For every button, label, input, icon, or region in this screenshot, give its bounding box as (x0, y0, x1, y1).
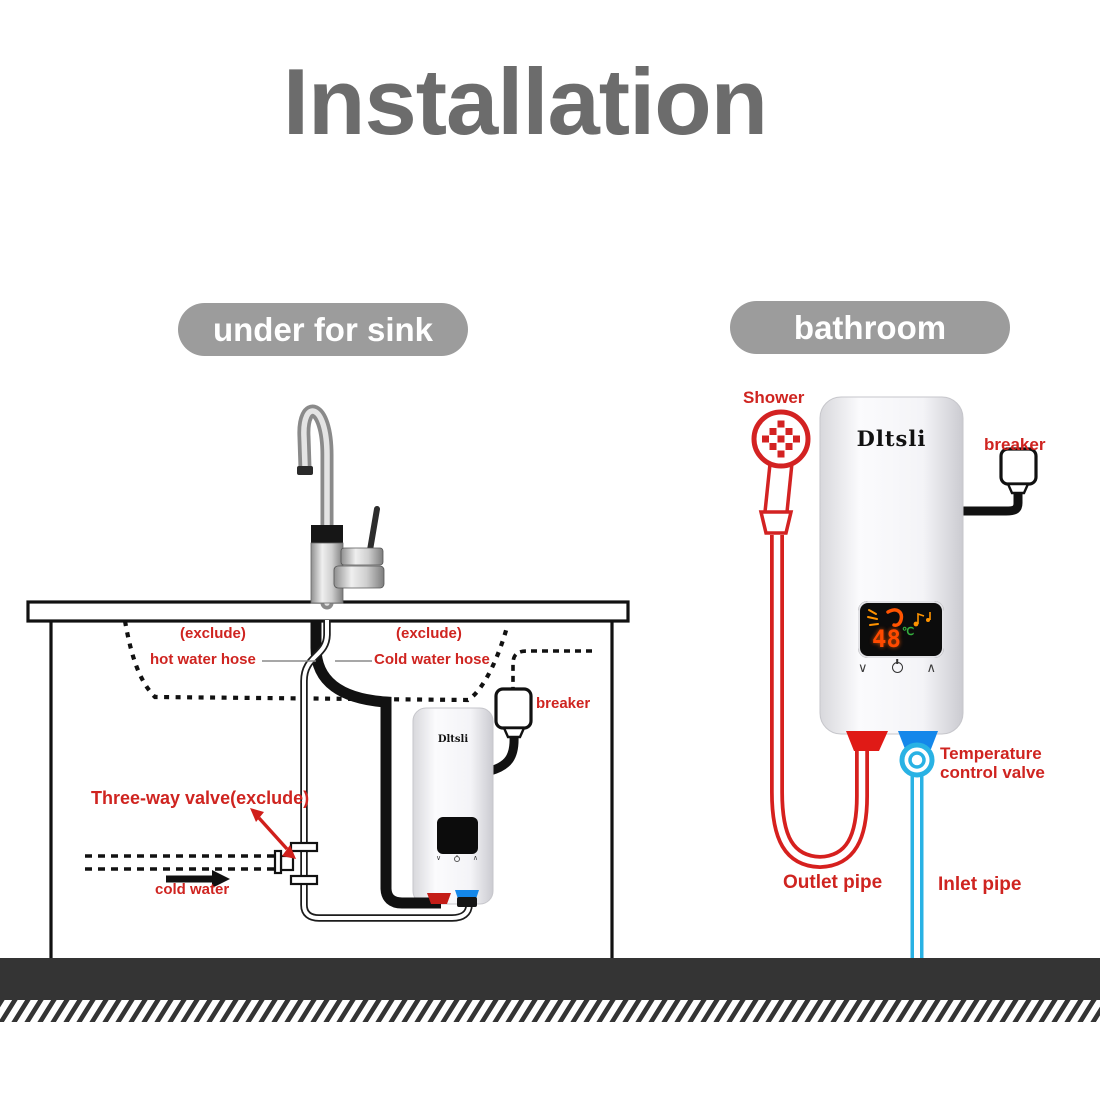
label-cold-water: cold water (155, 881, 230, 898)
temp-valve-line2: control valve (940, 763, 1045, 782)
faucet-spout-tip (297, 466, 313, 475)
left-heater-inlet-cap (457, 897, 477, 907)
faucet-black-band (311, 525, 343, 543)
right-breaker-neck (1006, 482, 1030, 495)
breaker-cord-dashed (511, 649, 592, 688)
label-hot-water-hose: hot water hose (150, 651, 256, 668)
right-breaker-cord (958, 490, 1023, 516)
display-unit: ℃ (901, 626, 915, 638)
temperature-control-valve (899, 742, 935, 778)
left-heater-body (412, 707, 494, 905)
ground-hatching (0, 999, 1100, 1022)
left-breaker-neck (502, 726, 526, 739)
up-button[interactable]: ∧ (472, 855, 478, 862)
display-temp-row: 48℃ (872, 625, 914, 653)
left-breaker-cord (485, 731, 519, 776)
right-heater-buttons: ∨ ∧ (858, 661, 936, 674)
power-icon[interactable] (454, 855, 460, 862)
section-pill-bathroom: bathroom (730, 301, 1010, 354)
label-exclude-hot: (exclude) (180, 625, 246, 642)
right-heater-outlet (846, 731, 888, 751)
right-heater-logo: Dltsli (856, 426, 927, 451)
left-heater-display (437, 817, 478, 854)
cold-water-hose-pipe (310, 620, 441, 909)
spray-icon (867, 609, 879, 626)
hot-hose-dashed-run (122, 620, 510, 703)
up-button[interactable]: ∧ (926, 660, 936, 675)
valve-pointer-arrow (250, 808, 296, 859)
left-breaker-box (494, 687, 533, 730)
supply-pipe (300, 620, 473, 922)
right-heater-display: 48℃ (858, 601, 944, 658)
label-exclude-cold: (exclude) (396, 625, 462, 642)
shower-head-icon (751, 409, 811, 535)
three-way-valve (273, 841, 319, 886)
display-status-icons (867, 608, 931, 627)
section-pill-under-sink: under for sink (178, 303, 468, 356)
left-heater-buttons: ∨ ∧ (436, 855, 478, 862)
label-outlet-pipe: Outlet pipe (783, 872, 883, 893)
right-breaker-box (999, 447, 1038, 486)
cold-water-arrow (166, 870, 230, 888)
display-temperature: 48 (872, 625, 901, 653)
right-heater-inlet (898, 731, 938, 749)
label-inlet-pipe: Inlet pipe (938, 874, 1022, 895)
down-button[interactable]: ∨ (858, 660, 868, 675)
label-breaker-left: breaker (536, 695, 591, 712)
power-icon[interactable] (891, 662, 903, 673)
shower-handle-icon (886, 608, 904, 627)
outlet-hose (770, 535, 869, 870)
temp-valve-line1: Temperature (940, 744, 1042, 763)
label-breaker-right: breaker (984, 435, 1046, 454)
left-heater-inlet (455, 890, 479, 899)
label-shower: Shower (743, 388, 805, 407)
label-cold-water-hose: Cold water hose (374, 651, 490, 668)
page-title: Installation (282, 49, 768, 154)
ground-bar (0, 958, 1100, 1000)
left-heater-outlet (427, 893, 451, 904)
down-button[interactable]: ∨ (436, 855, 442, 862)
left-heater-logo: Dltsli (437, 734, 469, 745)
label-temp-control-valve: Temperature control valve (940, 744, 1045, 782)
label-three-way-valve: Three-way valve(exclude) (91, 788, 310, 808)
music-notes-icon (913, 612, 931, 627)
faucet (297, 404, 385, 610)
